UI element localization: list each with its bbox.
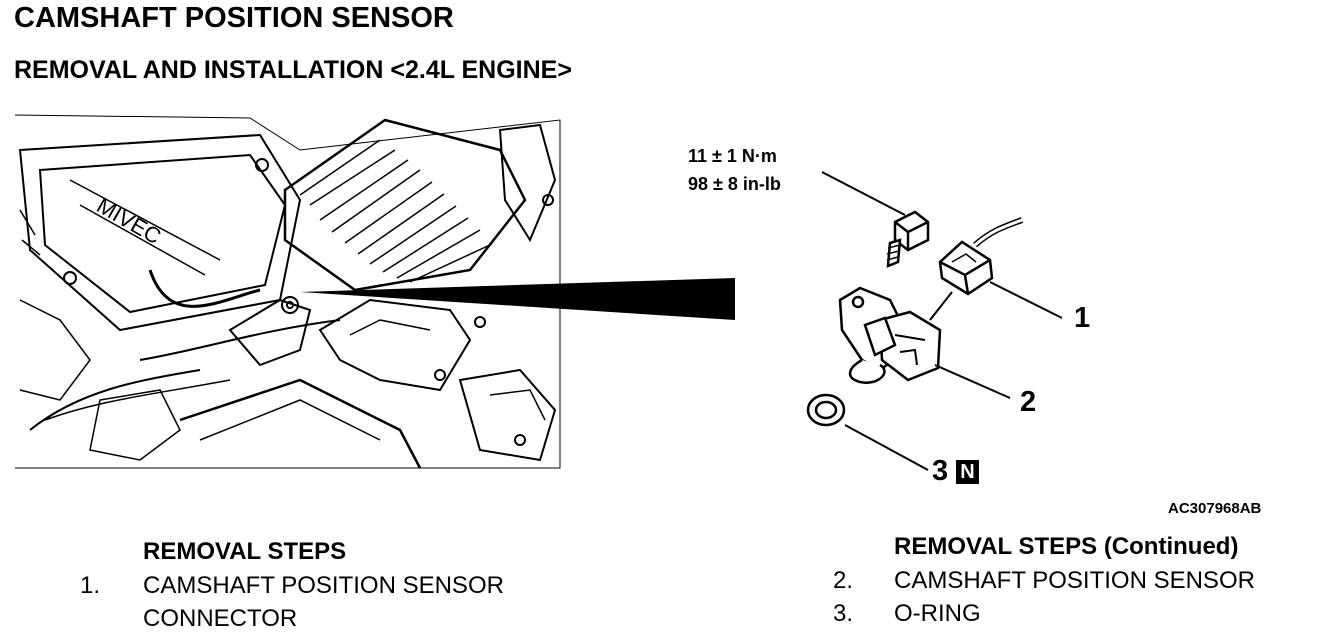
pointer-wedge [300,278,735,320]
step-3-number: 3. [833,600,854,627]
bolt-icon [886,210,930,268]
step-1-text-line2: CONNECTOR [143,605,298,632]
step-1-text-line1: CAMSHAFT POSITION SENSOR [143,572,504,599]
step-1-number: 1. [80,572,101,599]
callout-3: 3 N [932,455,979,488]
step-3-text: O-RING [894,600,981,627]
svg-text:MIVEC: MIVEC [93,193,166,250]
callout-2: 2 [1020,386,1037,418]
removal-steps-heading: REMOVAL STEPS [143,538,347,565]
torque-spec-imperial: 98 ± 8 in-lb [688,174,781,194]
figure-id: AC307968AB [1168,500,1262,517]
sensor-icon [838,286,942,384]
step-2-text: CAMSHAFT POSITION SENSOR [894,567,1255,594]
step-2-number: 2. [833,567,854,594]
page-title: CAMSHAFT POSITION SENSOR [14,2,454,34]
replace-badge: N [956,460,979,485]
callout-3-number: 3 [932,455,949,487]
torque-spec-metric: 11 ± 1 N·m [688,146,777,166]
page-subtitle: REMOVAL AND INSTALLATION <2.4L ENGINE> [14,56,572,84]
o-ring-icon [806,393,846,427]
callout-1: 1 [1074,302,1091,334]
sensor-parts [806,171,1063,471]
removal-steps-continued-heading: REMOVAL STEPS (Continued) [894,533,1239,560]
connector-icon [938,217,1024,296]
